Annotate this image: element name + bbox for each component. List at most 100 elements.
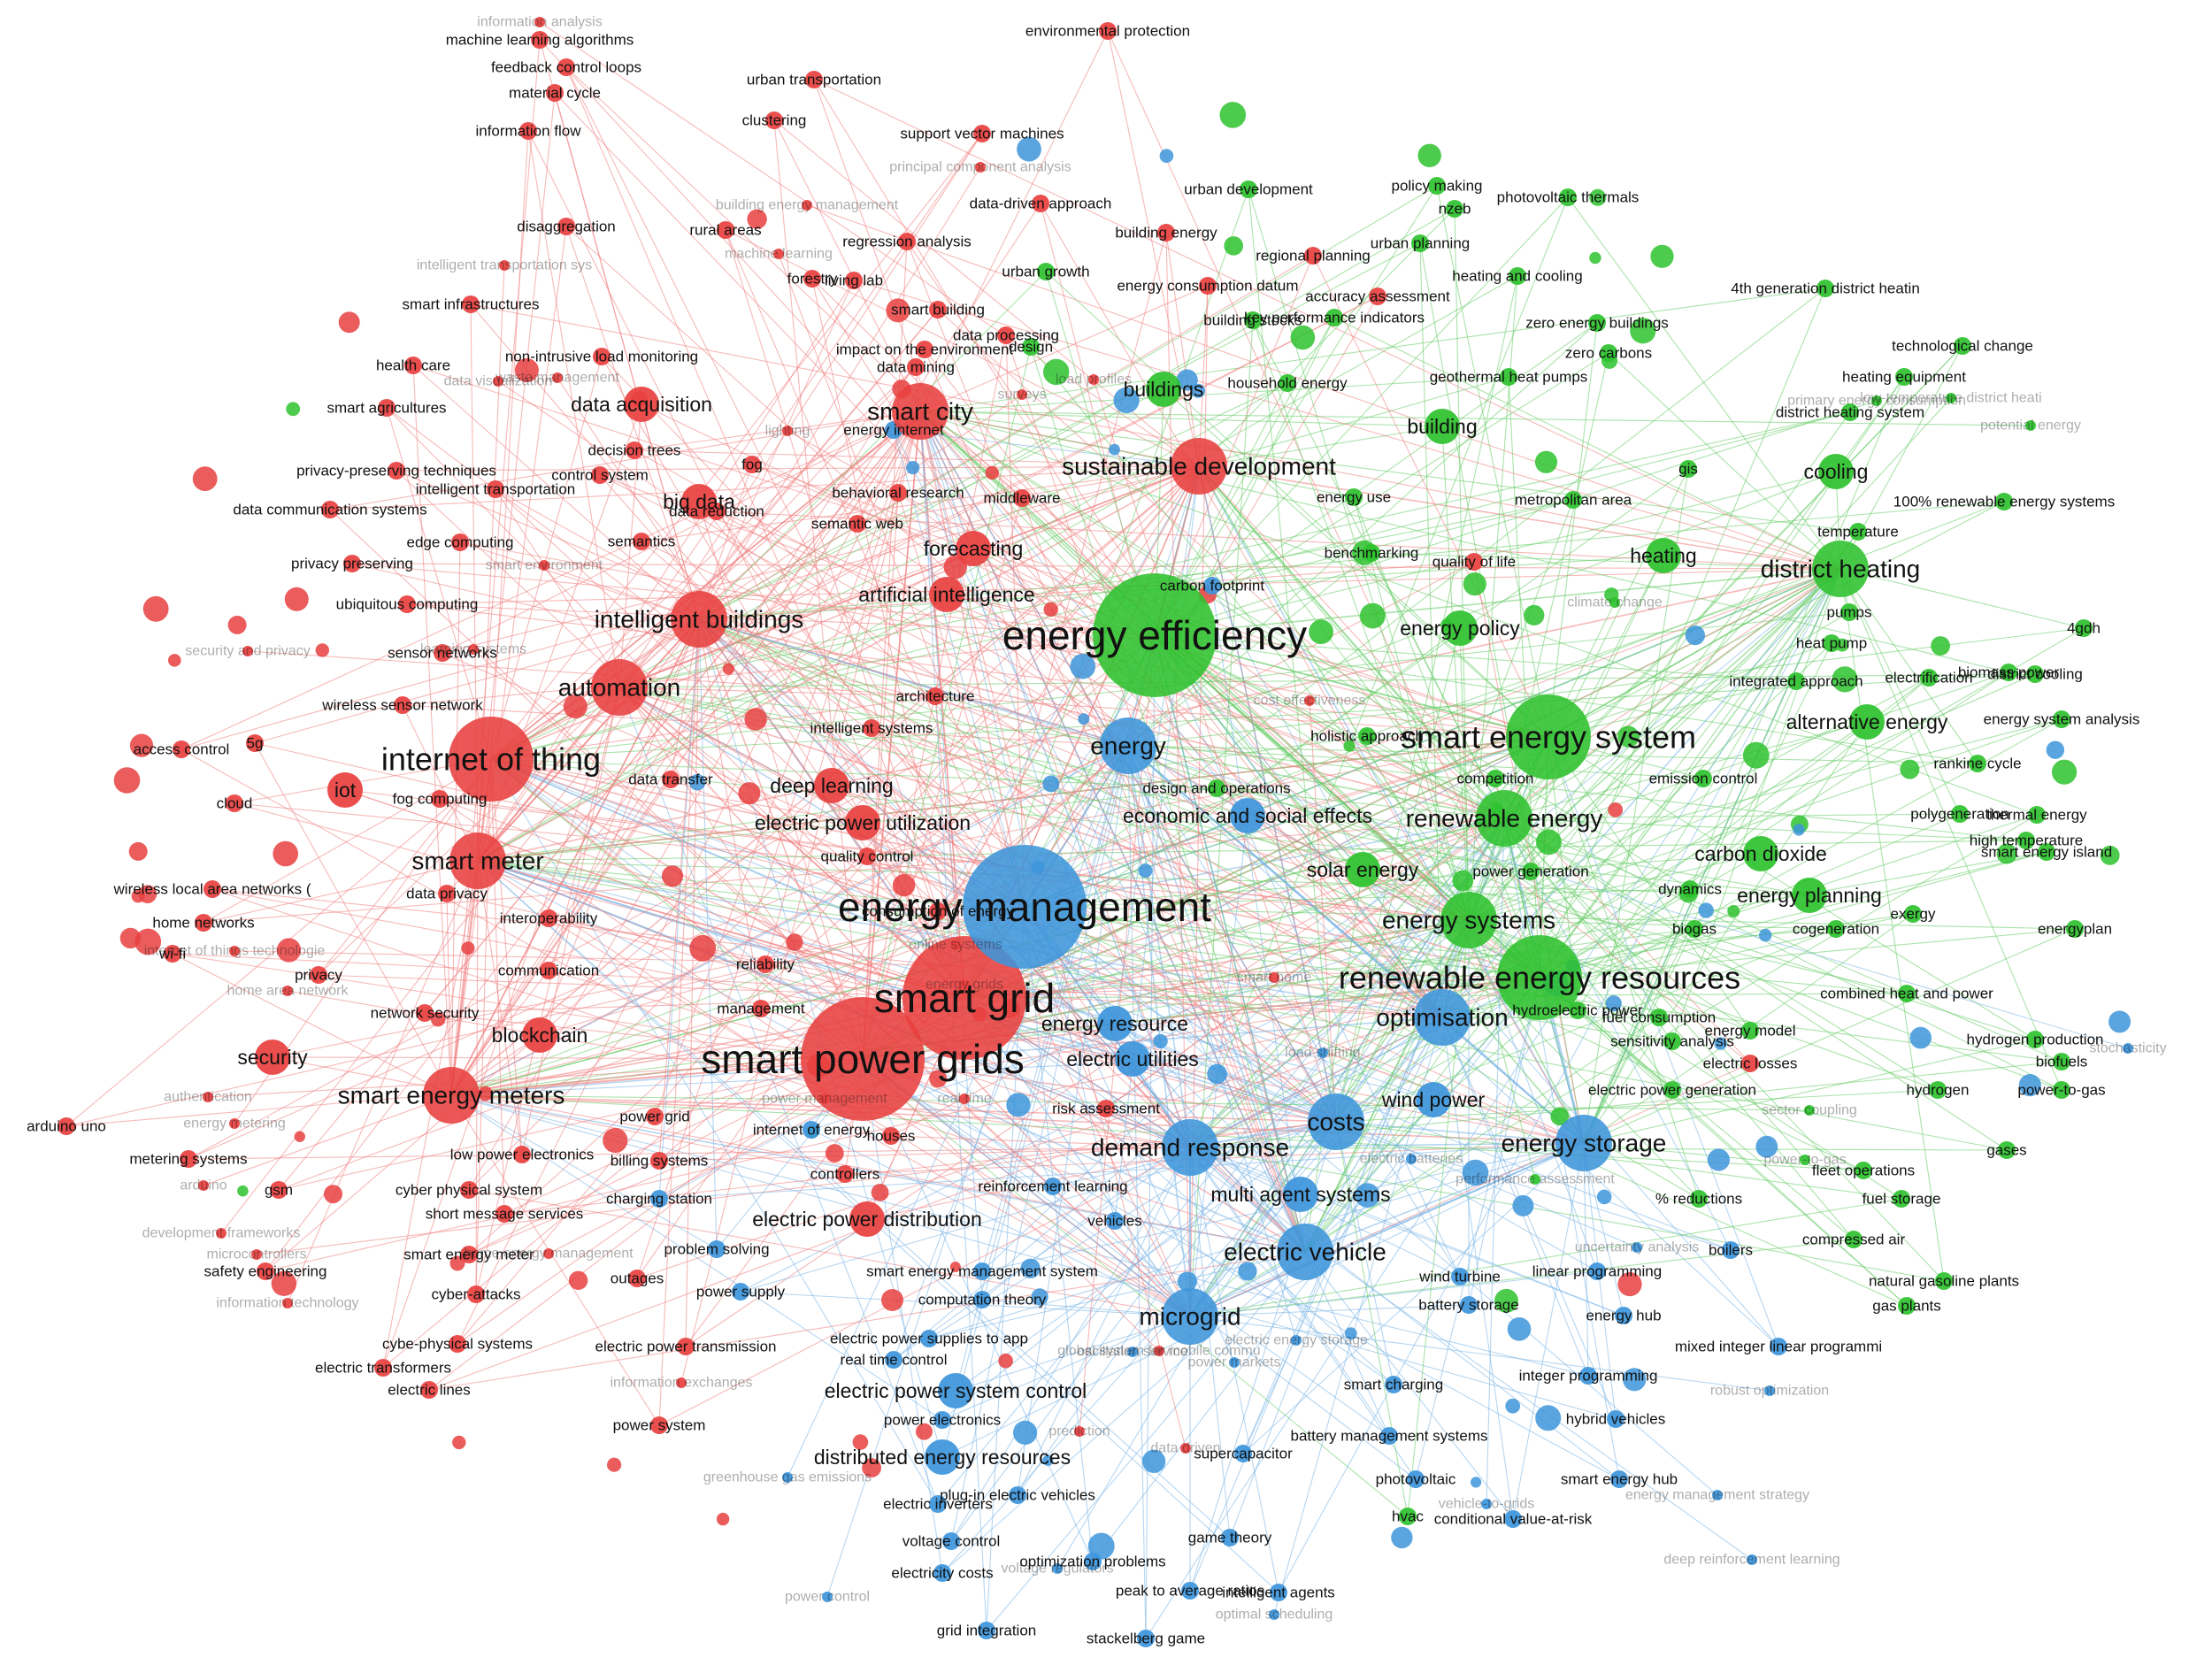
keyword-node-smart-agricultures[interactable] — [378, 399, 396, 417]
keyword-node-deep-learning[interactable] — [814, 768, 849, 803]
keyword-node-power-grid[interactable] — [646, 1108, 664, 1125]
keyword-node-cybe-physical-systems[interactable] — [449, 1335, 466, 1353]
keyword-node-forecasting[interactable] — [956, 531, 991, 566]
keyword-node-interoperability[interactable] — [540, 909, 557, 927]
keyword-node-electric-power-utilization[interactable] — [845, 805, 880, 840]
keyword-node-machine-learning[interactable] — [773, 249, 784, 259]
keyword-node-electric-power-transmission[interactable] — [677, 1338, 695, 1355]
keyword-node-intelligent-transportation[interactable] — [487, 480, 504, 498]
keyword-node-home-area-network[interactable] — [282, 986, 293, 996]
keyword-node-technological-change[interactable] — [1954, 337, 1971, 355]
keyword-node-internet-of-energy[interactable] — [803, 1121, 820, 1139]
keyword-node-smart-environment[interactable] — [539, 560, 549, 571]
keyword-node-heat-pump[interactable] — [1823, 634, 1840, 652]
keyword-node-5g[interactable] — [246, 734, 264, 752]
keyword-node-reductions[interactable] — [1690, 1190, 1708, 1208]
keyword-node-safety-engineering[interactable] — [257, 1262, 274, 1280]
keyword-node-reinforcement-learning[interactable] — [1044, 1178, 1062, 1195]
keyword-node-heating[interactable] — [1646, 538, 1681, 573]
keyword-node-electric-power-system-control[interactable] — [938, 1373, 973, 1408]
keyword-node-data-driven[interactable] — [1180, 1443, 1191, 1454]
keyword-node-short-message-services[interactable] — [495, 1205, 513, 1223]
keyword-node-authentication[interactable] — [203, 1092, 213, 1102]
keyword-node-sensitivity-analysis[interactable] — [1663, 1032, 1681, 1050]
keyword-node-benchmarking[interactable] — [1363, 544, 1380, 562]
keyword-node-development-frameworks[interactable] — [216, 1228, 227, 1239]
keyword-node-urban-development[interactable] — [1240, 180, 1257, 198]
keyword-node-global-system-for-mobile-commu[interactable] — [1154, 1346, 1164, 1356]
keyword-node-urban-transportation[interactable] — [805, 71, 823, 88]
keyword-node-fuel-storage[interactable] — [1893, 1190, 1910, 1208]
keyword-node-controllers[interactable] — [836, 1165, 854, 1183]
keyword-node-lighting[interactable] — [782, 426, 793, 436]
keyword-node-architecture[interactable] — [926, 687, 944, 705]
keyword-node-boilers[interactable] — [1722, 1241, 1740, 1259]
keyword-node-robust-optimization[interactable] — [1764, 1385, 1775, 1396]
keyword-node-edge-computing[interactable] — [451, 533, 469, 551]
keyword-node-cyber-physical-system[interactable] — [460, 1181, 478, 1199]
keyword-node-alternative-energy[interactable] — [1849, 704, 1885, 740]
keyword-node-4th-generation-district-heatin[interactable] — [1816, 280, 1834, 297]
keyword-node-battery-management-systems[interactable] — [1380, 1427, 1398, 1445]
keyword-node-power-supply[interactable] — [732, 1283, 749, 1301]
keyword-node-energy-management[interactable] — [963, 845, 1087, 969]
keyword-node-clustering[interactable] — [765, 111, 783, 129]
keyword-node-energy-resource[interactable] — [1097, 1006, 1133, 1041]
keyword-node-wind-turbine[interactable] — [1451, 1268, 1469, 1285]
keyword-node-energy-storage[interactable] — [1555, 1115, 1612, 1171]
keyword-node-intelligent-transportation-sys[interactable] — [499, 260, 510, 271]
keyword-node-stochasticity[interactable] — [2123, 1043, 2133, 1054]
keyword-node-smart-meter[interactable] — [449, 832, 506, 889]
keyword-node-geothermal-heat-pumps[interactable] — [1500, 368, 1517, 386]
keyword-node-economic-and-social-effects[interactable] — [1230, 798, 1265, 833]
keyword-node-integer-programming[interactable] — [1579, 1367, 1597, 1385]
keyword-node-sustainable-development[interactable] — [1171, 438, 1227, 495]
keyword-node-peak-to-average-ratios[interactable] — [1181, 1582, 1199, 1600]
keyword-node-key-performance-indicators[interactable] — [1325, 309, 1343, 326]
keyword-node-computation-theory[interactable] — [973, 1291, 991, 1308]
keyword-node-feedback-control-loops[interactable] — [557, 58, 575, 76]
keyword-node-microgrid[interactable] — [1162, 1288, 1218, 1345]
keyword-node-urban-growth[interactable] — [1037, 263, 1055, 280]
keyword-node-electric-inverters[interactable] — [929, 1495, 947, 1513]
keyword-node-voltage-regulators[interactable] — [1052, 1563, 1063, 1574]
keyword-node-vehicle-to-grids[interactable] — [1481, 1499, 1492, 1509]
keyword-node-data-visualization[interactable] — [493, 376, 503, 387]
keyword-node-charging-station[interactable] — [650, 1190, 668, 1208]
keyword-node-hydrogen[interactable] — [1929, 1081, 1947, 1099]
keyword-node-material-cycle[interactable] — [546, 84, 564, 102]
keyword-node-integrated-approach[interactable] — [1787, 672, 1805, 690]
keyword-node-energy-management-strategy[interactable] — [1712, 1490, 1723, 1500]
keyword-node-power-markets[interactable] — [1229, 1357, 1240, 1368]
keyword-node-ubiquitous-computing[interactable] — [398, 595, 416, 613]
keyword-node-urban-planning[interactable] — [1411, 234, 1429, 252]
keyword-node-data-communication-systems[interactable] — [321, 501, 339, 518]
keyword-node-metering-systems[interactable] — [180, 1150, 197, 1168]
keyword-node-power-to-gas[interactable] — [2053, 1081, 2070, 1099]
keyword-node-biomass-power[interactable] — [2000, 664, 2017, 681]
keyword-node-intelligent-systems[interactable] — [863, 719, 880, 737]
keyword-node-metropolitan-area[interactable] — [1564, 491, 1582, 509]
keyword-node-information-flow[interactable] — [519, 122, 537, 140]
keyword-node-accuracy-assessment[interactable] — [1369, 288, 1386, 305]
keyword-node-behavioral-research[interactable] — [889, 484, 907, 502]
keyword-node-natural-gasoline-plants[interactable] — [1935, 1272, 1953, 1290]
keyword-node-information-exchanges[interactable] — [676, 1377, 687, 1388]
keyword-node-optimisation[interactable] — [1414, 989, 1471, 1046]
keyword-node-privacy-preserving[interactable] — [343, 555, 361, 572]
keyword-node-hydrogen-production[interactable] — [2026, 1031, 2044, 1048]
keyword-node-management[interactable] — [752, 1000, 770, 1017]
keyword-node-combined-heat-and-power[interactable] — [1898, 985, 1916, 1002]
keyword-node-privacy-preserving-techniques[interactable] — [388, 462, 405, 480]
keyword-node-arduino-uno[interactable] — [58, 1117, 75, 1135]
keyword-node-biogas[interactable] — [1686, 920, 1703, 938]
keyword-node-automation[interactable] — [591, 659, 648, 716]
keyword-node-low-temperature-district-heati[interactable] — [1946, 393, 1956, 403]
keyword-node-100-renewable-energy-systems[interactable] — [1995, 493, 2013, 510]
keyword-node-smart-power-grids[interactable] — [801, 997, 925, 1121]
keyword-node-renewable-energy[interactable] — [1476, 790, 1532, 847]
keyword-node-cloud[interactable] — [226, 794, 243, 812]
keyword-node-game-theory[interactable] — [1221, 1529, 1239, 1546]
keyword-node-hybrid-vehicles[interactable] — [1607, 1410, 1624, 1428]
keyword-node-fuel-consumption[interactable] — [1650, 1009, 1668, 1026]
